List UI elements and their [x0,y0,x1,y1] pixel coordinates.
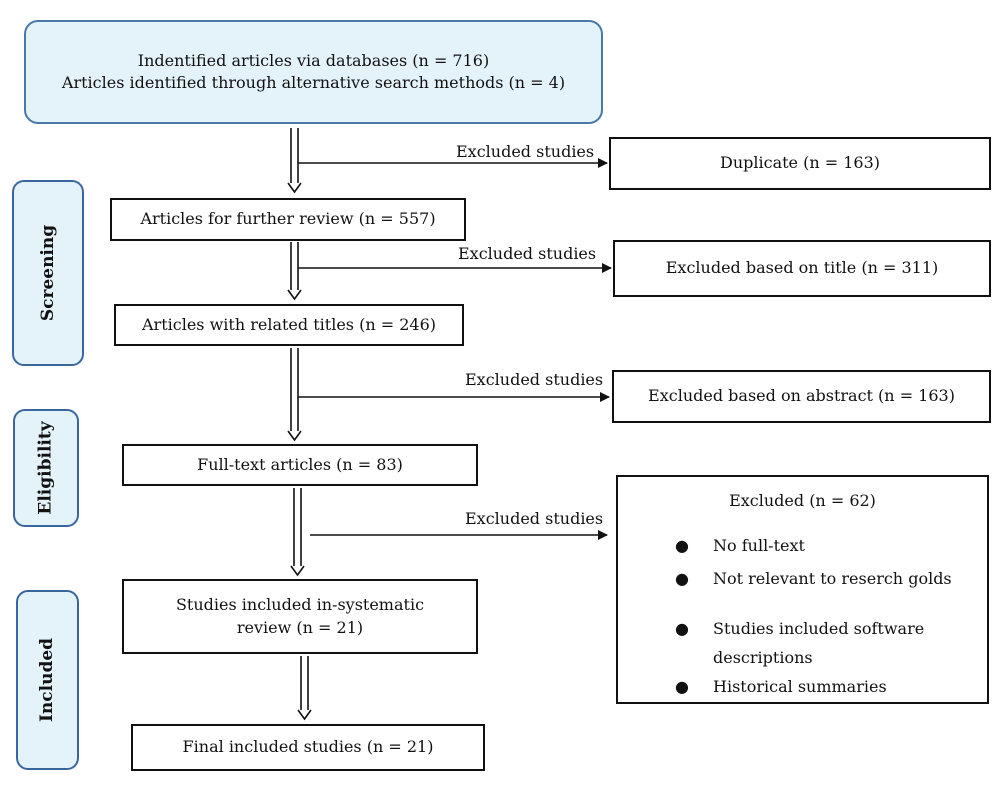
duplicate-text: Duplicate (n = 163) [720,153,880,173]
exclusion-reason-item: ● No full-text [675,532,805,560]
exclusion-reason-text: Not relevant to reserch golds [713,569,952,588]
exclusion-reason-item: ● Not relevant to reserch golds [675,565,952,593]
excluded-studies-label: Excluded studies [458,244,597,263]
title-exclusion-box: Excluded based on title (n = 311) [613,240,991,297]
exclusion-reason-item: ● Studies included software [675,615,925,643]
identification-line-1: Indentified articles via databases (n = … [137,50,490,70]
included-review-line-1: Studies included in-systematic [175,595,425,615]
stage-eligibility: Eligibility [13,409,79,527]
bullet-icon: ● [675,619,689,638]
related-titles-box: Articles with related titles (n = 246) [114,304,464,346]
down-arrow [297,656,312,721]
final-included-box: Final included studies (n = 21) [131,724,485,771]
further-review-box: Articles for further review (n = 557) [110,198,466,241]
abstract-exclusion-text: Excluded based on abstract (n = 163) [648,386,955,406]
full-text-box: Full-text articles (n = 83) [122,444,478,486]
exclusion-reason-text: Studies included software [713,619,925,638]
excluded-studies-label: Excluded studies [456,142,595,161]
down-arrow [287,128,302,194]
included-review-box: Studies included in-systematic review (n… [122,579,478,654]
bullet-icon: ● [675,536,689,555]
stage-included: Included [16,590,79,770]
excluded-studies-label: Excluded studies [465,370,604,389]
exclusion-reason-item: ● Historical summaries [675,673,887,701]
related-titles-text: Articles with related titles (n = 246) [142,314,436,334]
excluded-studies-label: Excluded studies [465,509,604,528]
identification-line-2: Articles identified through alternative … [61,73,566,92]
final-included-text: Final included studies (n = 21) [182,737,434,757]
down-arrow [287,348,302,442]
full-text-text: Full-text articles (n = 83) [197,454,403,474]
exclusion-reason-text: No full-text [713,536,805,555]
exclusion-reason-continuation: descriptions [713,644,813,672]
identification-box: Indentified articles via databases (n = … [24,20,603,124]
exclusion-reason-text: descriptions [713,648,813,667]
duplicate-box: Duplicate (n = 163) [609,137,991,190]
abstract-exclusion-box: Excluded based on abstract (n = 163) [612,370,991,423]
full-text-exclusion-box: Excluded (n = 62) ● No full-text ● Not r… [616,475,989,704]
exclusion-reason-text: Historical summaries [713,677,887,696]
title-exclusion-text: Excluded based on title (n = 311) [665,258,939,278]
stage-screening: Screening [12,180,84,366]
down-arrow [290,488,305,577]
included-review-line-2: review (n = 21) [236,617,364,637]
bullet-icon: ● [675,569,689,588]
bullet-icon: ● [675,677,689,696]
down-arrow [287,242,302,301]
full-text-exclusion-title: Excluded (n = 62) [729,491,876,510]
further-review-text: Articles for further review (n = 557) [140,209,436,229]
